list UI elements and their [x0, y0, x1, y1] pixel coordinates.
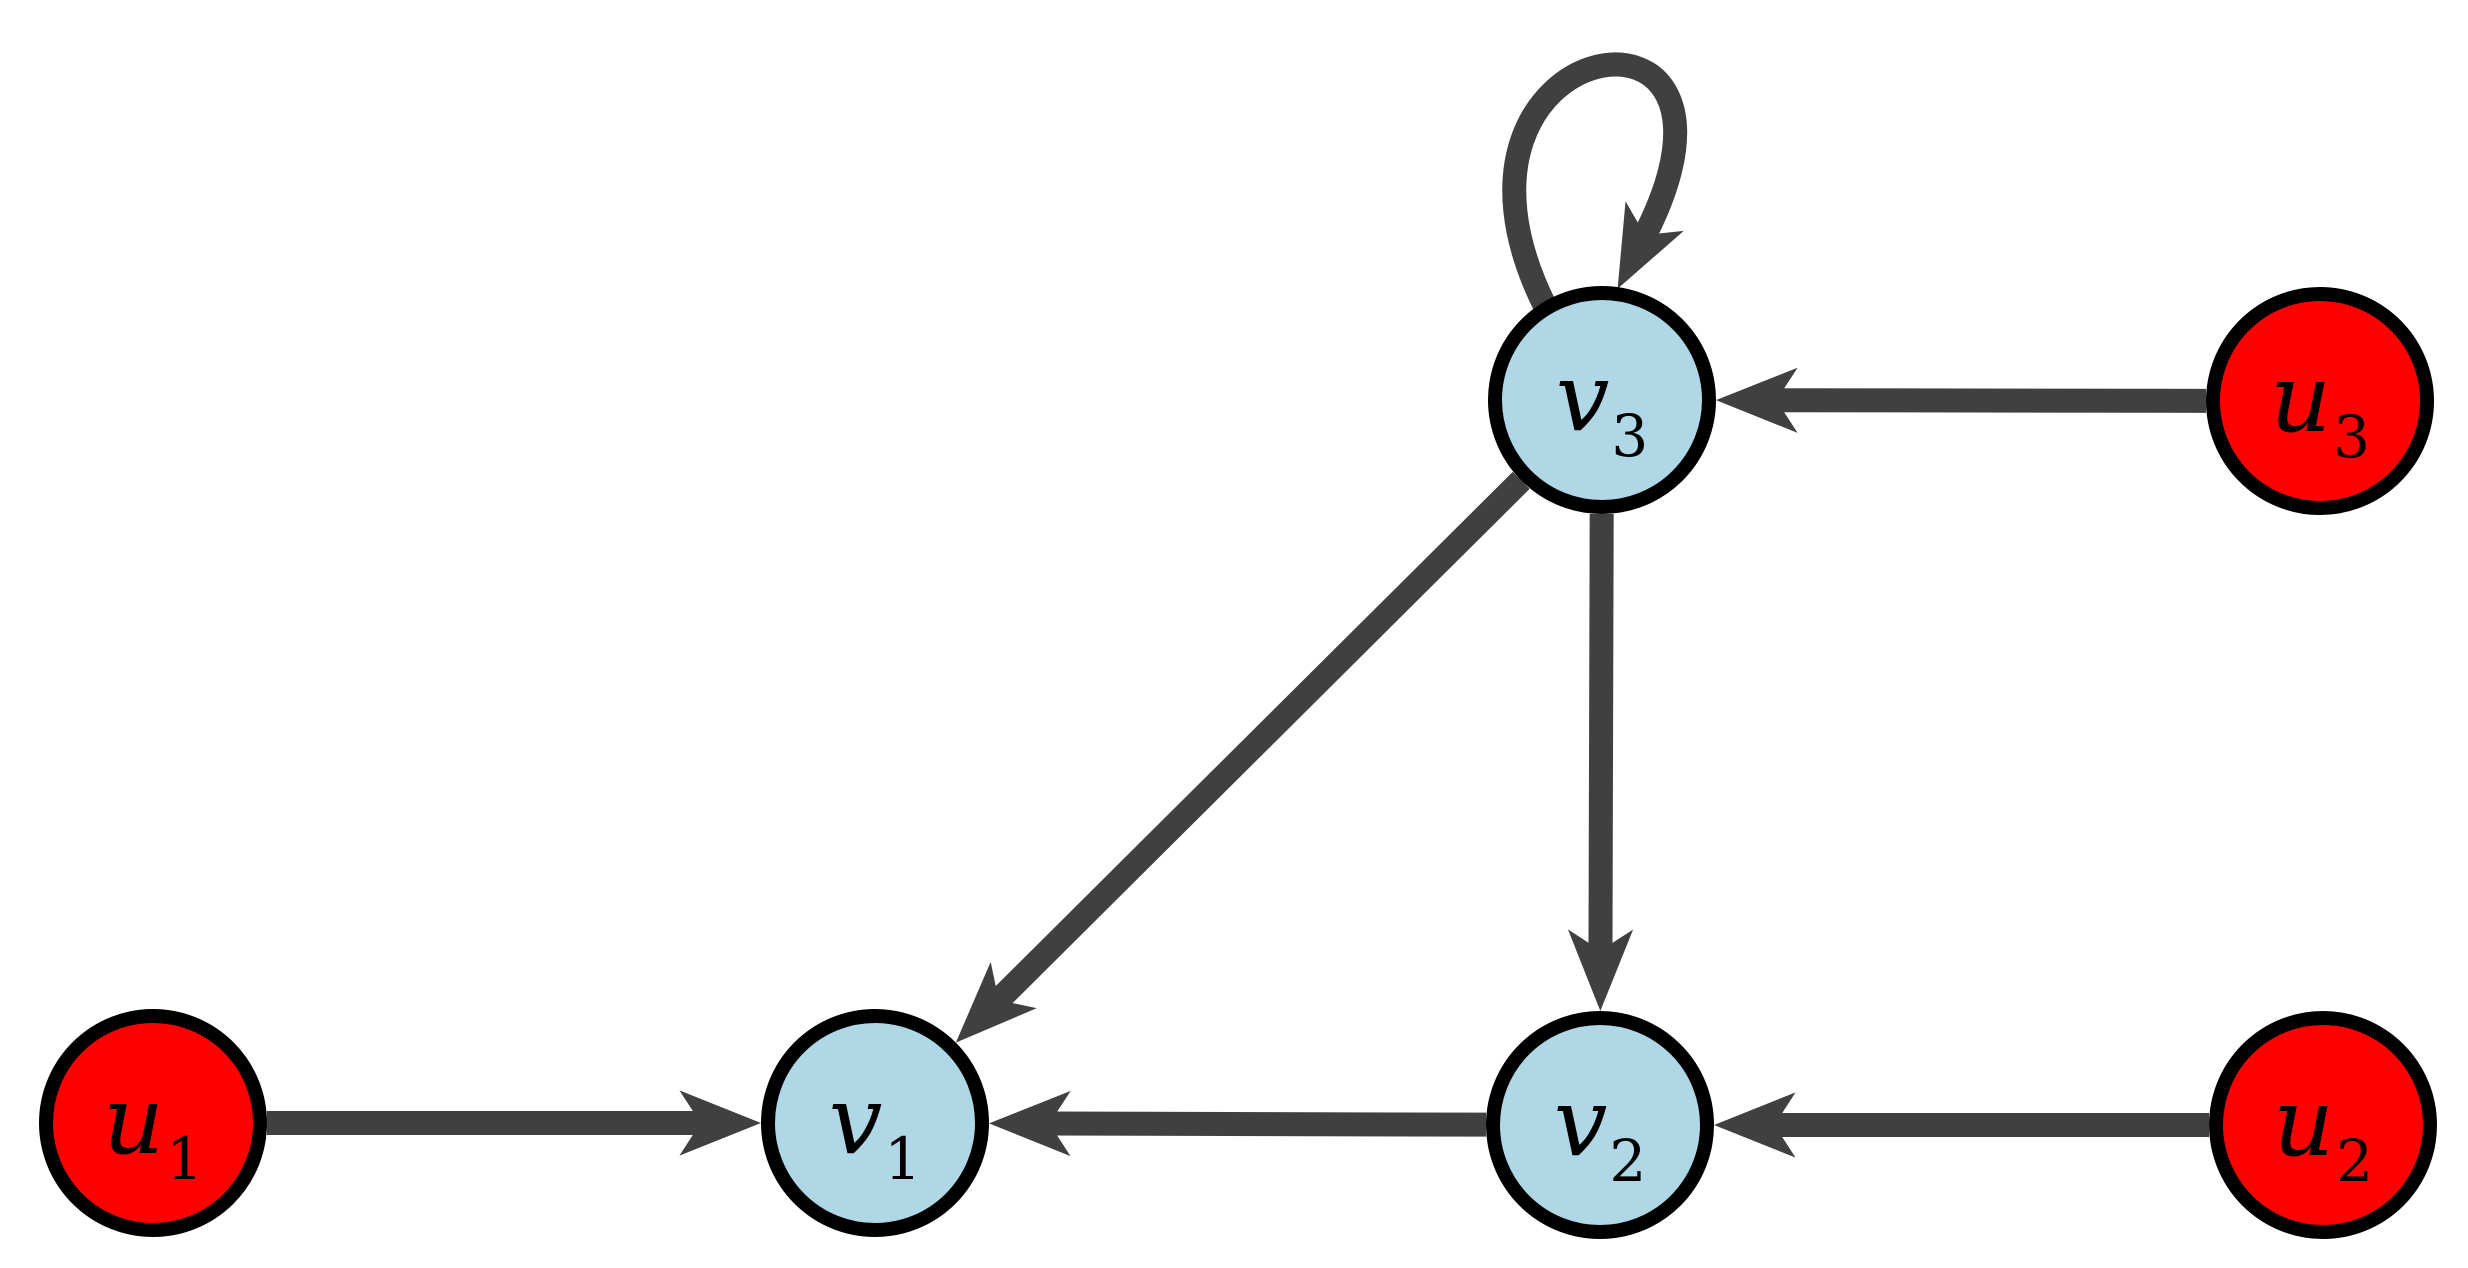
edge-u3-v3 [1716, 367, 2207, 433]
edges-layer [267, 52, 2209, 1158]
edge-v2-v1 [989, 1090, 1487, 1157]
node-v2 [1486, 1011, 1714, 1239]
edge-v3-v3-self-loop [1502, 52, 1688, 310]
node-v3 [1488, 286, 1716, 514]
edge-v3-v1 [955, 471, 1530, 1043]
node-u2 [2209, 1011, 2437, 1239]
node-u1 [39, 1009, 267, 1237]
node-v1 [761, 1009, 989, 1237]
edge-v3-v2 [1567, 513, 1634, 1011]
node-u3 [2206, 287, 2434, 515]
